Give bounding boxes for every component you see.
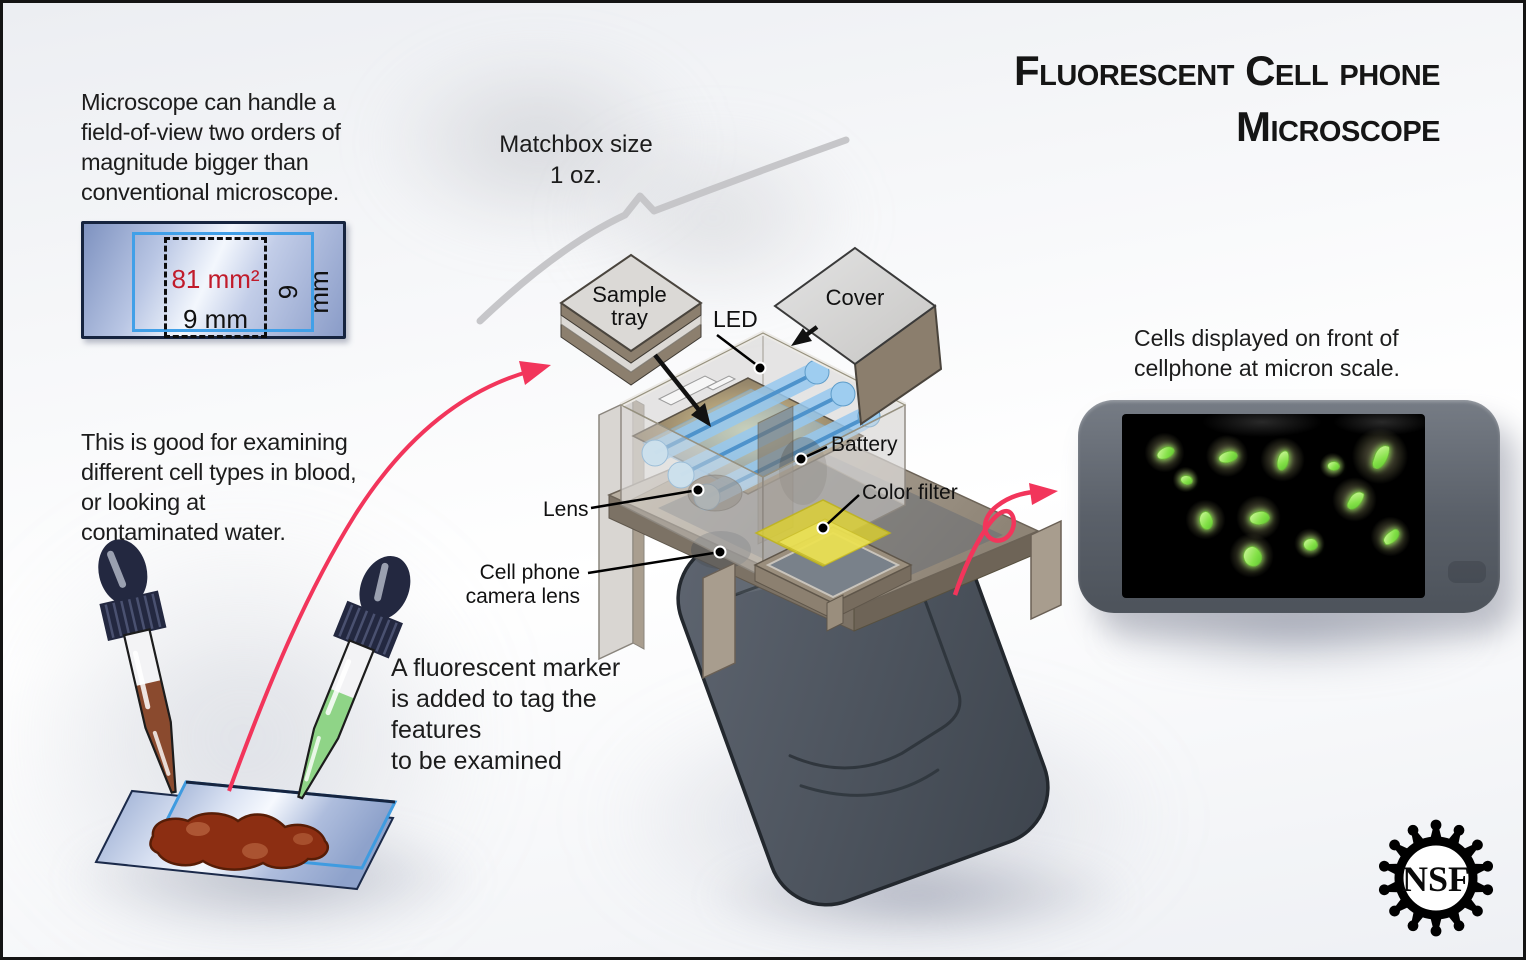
matchbox-brace (476, 136, 850, 325)
battery-shade (779, 437, 827, 505)
text-line: Cell phone (479, 561, 580, 584)
text-line: is added to tag the features (391, 685, 597, 744)
text-line: to be examined (391, 747, 562, 775)
dropper-red (98, 539, 177, 794)
cell-core (1216, 448, 1240, 466)
cell-core (1326, 461, 1340, 471)
fov-height-value: 9 mm (273, 270, 334, 314)
title-line-1: Fluorescent Cell phone (1013, 47, 1441, 94)
fluorescent-cell (1222, 526, 1280, 584)
text-line: tray (611, 305, 648, 330)
cover-insert-arrow (791, 325, 819, 346)
cover (773, 246, 943, 426)
color-filter-label: Color filter (862, 481, 958, 504)
text-line: different cell types in blood, (81, 459, 357, 485)
title-line-2: Microscope (1235, 103, 1441, 150)
text-line: field-of-view two orders of (81, 119, 341, 145)
flow-arrow-sample-to-device (227, 361, 551, 792)
fov-dashed-square (164, 237, 267, 338)
fluorescent-cell (1200, 429, 1254, 483)
fov-width-value: 9 mm (183, 304, 248, 334)
text-line: magnitude bigger than (81, 149, 309, 175)
callouts (587, 334, 860, 575)
lens-dot (691, 483, 705, 497)
battery-label: Battery (831, 433, 898, 456)
fluorescent-cell (1253, 430, 1311, 488)
fluorescent-cell (1179, 493, 1231, 545)
cell-core (1153, 443, 1177, 463)
cell-core (1370, 442, 1392, 472)
text-line: 1 oz. (549, 162, 603, 189)
text-line: Matchbox size (499, 131, 653, 158)
specimen-slide (94, 780, 398, 891)
fluorescent-cell (1364, 510, 1416, 562)
fluorescent-cell (1315, 448, 1349, 482)
cell-core (1239, 542, 1265, 570)
display-screen (1122, 414, 1425, 598)
cell-core (1274, 448, 1292, 472)
page-title: Fluorescent Cell phone Microscope (1013, 43, 1441, 155)
home-button-area (1448, 561, 1486, 583)
sample-tray-top (559, 253, 703, 353)
text-line: Sample (592, 282, 667, 307)
led-label: LED (713, 306, 758, 332)
nsf-logo: NSF (1378, 819, 1494, 937)
cover-top (773, 246, 937, 366)
fluorescent-cell (1289, 523, 1329, 563)
lens-label: Lens (543, 498, 589, 521)
tray-insert-arrow (653, 353, 711, 427)
field-of-view-diagram: 81 mm² 9 mm 9 mm (81, 221, 346, 339)
flow-arrow-device-to-display (952, 483, 1058, 596)
fov-area-value: 81 mm² (171, 264, 260, 294)
tray-slot-small (705, 375, 737, 391)
fov-inner-rect (132, 232, 314, 332)
marker-paragraph: A fluorescent marker is added to tag the… (391, 653, 691, 777)
lens-housing (687, 474, 743, 512)
illustration-scene: NSF (94, 136, 1494, 937)
text-line: This is good for examining (81, 429, 348, 455)
illumination-box (619, 330, 907, 579)
sample-tray (559, 253, 703, 386)
text-line: conventional microscope. (81, 179, 339, 205)
text-line: camera lens (465, 585, 580, 608)
cell-core (1247, 509, 1271, 527)
fluorescent-cell (1168, 462, 1202, 496)
text-line: cellphone at micron scale. (1134, 355, 1400, 381)
dropper-green (297, 556, 411, 800)
fov-paragraph: Microscope can handle a field-of-view tw… (81, 87, 381, 207)
matchbox-size-note: Matchbox size 1 oz. (471, 129, 681, 191)
text-line: A fluorescent marker (391, 654, 621, 682)
led-bulb (830, 381, 856, 407)
tray-foot (826, 594, 844, 632)
cell-core (1379, 527, 1403, 547)
cover-label: Cover (825, 285, 885, 310)
cellphone-display (1078, 400, 1500, 613)
nsf-logo-text: NSF (1402, 859, 1470, 899)
callout-dots (691, 361, 830, 559)
camera-lens-label: Cell phone camera lens (420, 561, 580, 609)
right-leg (1030, 519, 1062, 621)
cell-core (1344, 487, 1366, 513)
text-line: Microscope can handle a (81, 89, 336, 115)
text-line: contaminated water. (81, 519, 286, 545)
led-dot (753, 361, 767, 375)
battery-dot (794, 452, 808, 466)
cell-core (1302, 537, 1318, 551)
uses-paragraph: This is good for examining different cel… (81, 427, 381, 547)
front-leg (702, 561, 736, 680)
text-line: or looking at (81, 489, 206, 515)
display-note: Cells displayed on front of cellphone at… (1134, 323, 1424, 383)
sample-tray-label: Sample tray (567, 283, 692, 329)
cell-core (1178, 473, 1194, 487)
color-filter-dot (816, 521, 830, 535)
text-line: Cells displayed on front of (1134, 325, 1399, 351)
cell-core (1197, 509, 1215, 531)
camera-lens-dot (713, 545, 727, 559)
